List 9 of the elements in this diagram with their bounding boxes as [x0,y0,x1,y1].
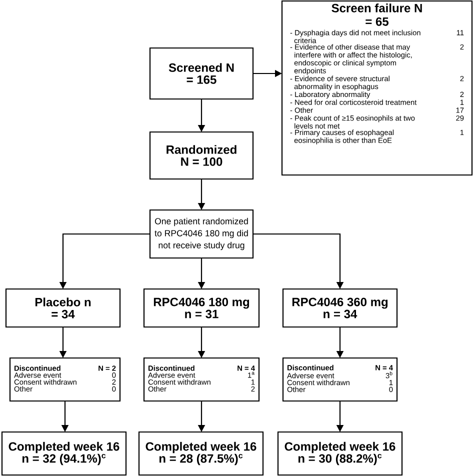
process-box: RPC4046 360 mg n = 34 [282,288,398,328]
process-box: Screened N = 165 [149,47,254,100]
process-box: Randomized N = 100 [149,131,254,180]
process-box: RPC4046 180 mg n = 31 [143,288,260,328]
process-box: Completed week 16 n = 28 (87.5%)$^{c}$ [138,431,264,476]
process-box: Completed week 16 n = 30 (88.2%)$^{c}$ [277,431,403,476]
note-box: One patient randomized to RPC4046 180 mg did not receive study drug [149,209,254,259]
process-box: Completed week 16 n = 32 (94.1%)$^{c}$ [1,431,127,476]
process-box: Placebo n = 34 [5,288,121,328]
